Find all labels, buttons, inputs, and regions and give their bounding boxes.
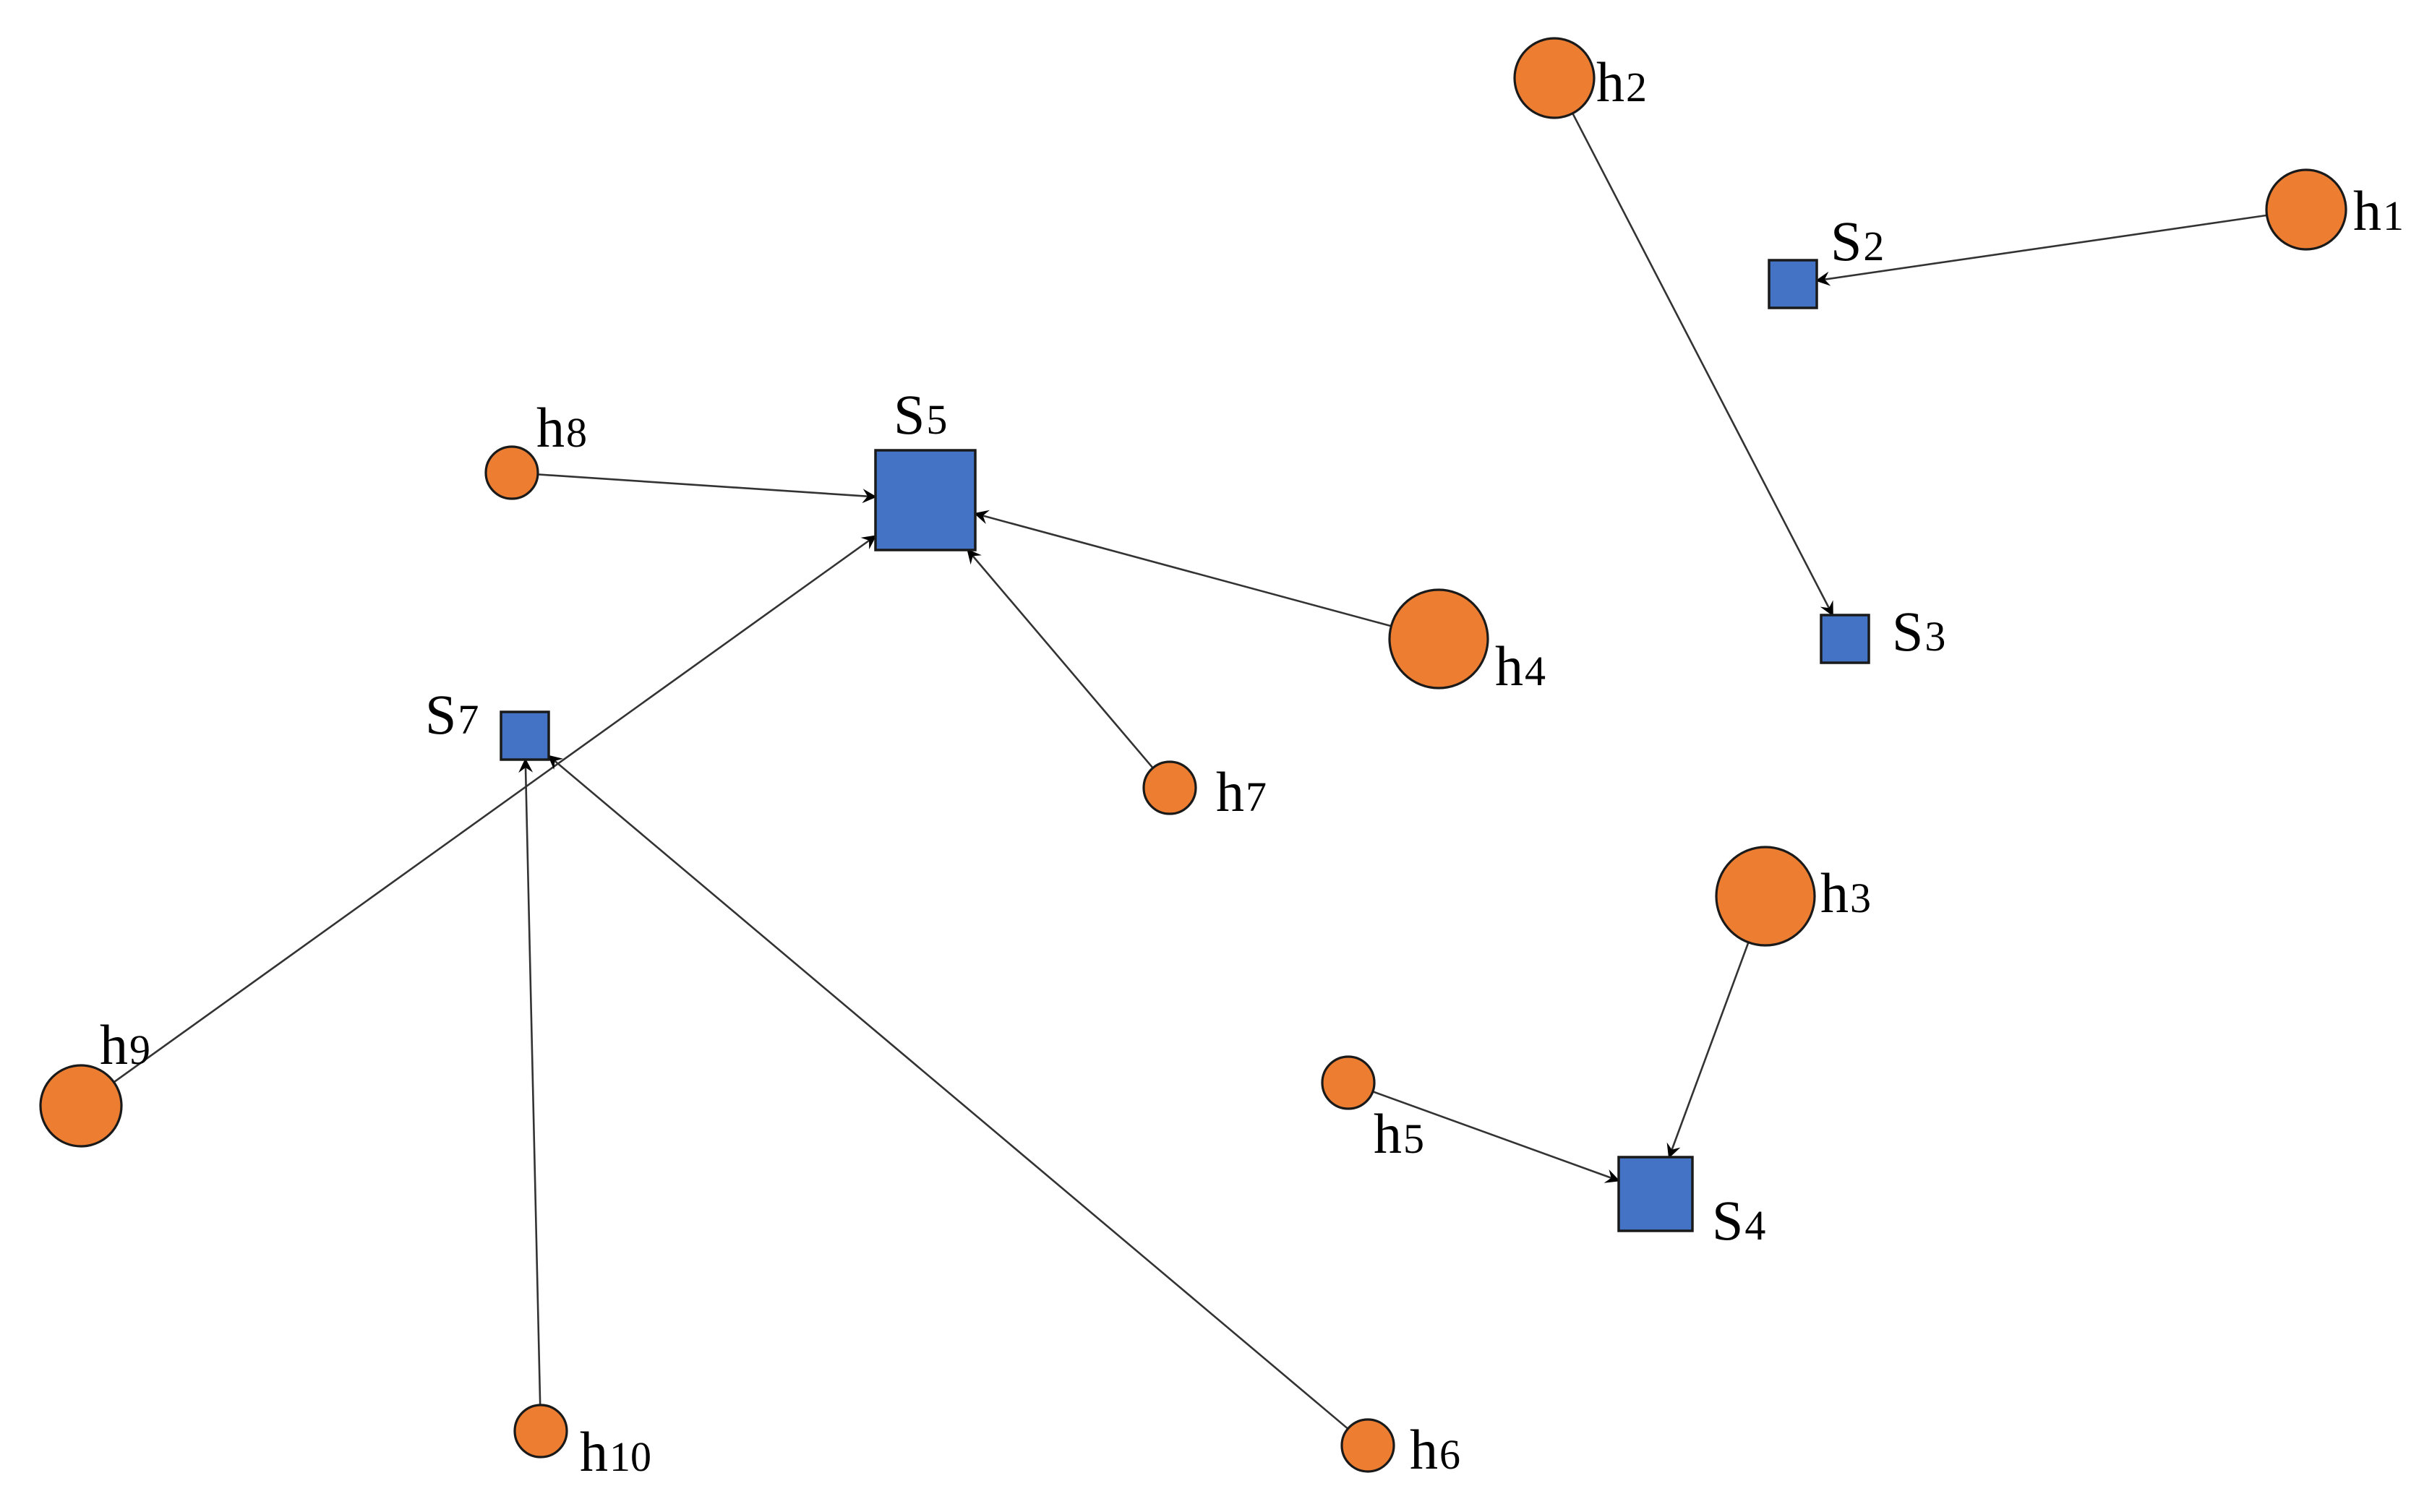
label-h6: h6 — [1410, 1418, 1460, 1481]
node-S4-square-node — [1617, 1156, 1694, 1232]
label-S3-prefix: S — [1892, 600, 1923, 663]
label-h4-prefix: h — [1495, 635, 1523, 697]
label-h6-prefix: h — [1410, 1418, 1438, 1481]
label-h8-index: 8 — [566, 409, 587, 456]
label-S7-index: 7 — [458, 696, 479, 743]
label-S5: S5 — [894, 383, 947, 446]
label-h10-index: 10 — [609, 1433, 651, 1480]
edges-layer — [113, 113, 2267, 1430]
label-h4-index: 4 — [1525, 648, 1546, 695]
label-h3-prefix: h — [1820, 862, 1849, 924]
label-h3: h3 — [1820, 862, 1871, 924]
label-h7: h7 — [1216, 760, 1267, 823]
node-S2-square-node — [1768, 259, 1818, 309]
label-h5: h5 — [1374, 1102, 1424, 1165]
label-S4-index: 4 — [1744, 1202, 1765, 1249]
edge-h3-to-S4 — [1666, 942, 1750, 1159]
label-S4-prefix: S — [1712, 1189, 1743, 1252]
label-h4: h4 — [1495, 635, 1546, 697]
label-S5-index: 5 — [926, 396, 947, 443]
label-h3-index: 3 — [1850, 875, 1871, 922]
label-h5-prefix: h — [1374, 1102, 1402, 1165]
edge-h4-to-S5 — [974, 510, 1392, 627]
edge-h6-to-S7 — [547, 755, 1349, 1430]
node-h10-circle-node — [513, 1404, 568, 1459]
label-S7: S7 — [425, 683, 479, 746]
label-h8-prefix: h — [536, 396, 565, 459]
label-h7-index: 7 — [1246, 773, 1267, 820]
node-h9-circle-node — [39, 1064, 123, 1148]
node-S3-square-node — [1820, 614, 1870, 664]
node-h8-circle-node — [484, 445, 539, 500]
label-h2-index: 2 — [1626, 64, 1647, 111]
label-h10: h10 — [580, 1420, 651, 1483]
label-h6-index: 6 — [1439, 1431, 1460, 1478]
label-S2-prefix: S — [1831, 210, 1862, 272]
label-S2-index: 2 — [1863, 223, 1884, 270]
node-h4-circle-node — [1388, 588, 1489, 690]
label-S2: S2 — [1831, 210, 1884, 272]
edge-h8-to-S5 — [537, 473, 877, 504]
edge-h2-to-S3 — [1572, 113, 1834, 617]
label-S5-prefix: S — [894, 383, 925, 446]
node-h6-circle-node — [1340, 1418, 1395, 1473]
label-h10-prefix: h — [580, 1420, 608, 1483]
node-S5-square-node — [874, 449, 977, 551]
node-h2-circle-node — [1513, 37, 1596, 119]
edge-h9-to-S5 — [113, 535, 877, 1083]
label-h8: h8 — [536, 396, 587, 459]
label-h1: h1 — [2353, 179, 2404, 242]
edge-h7-to-S5 — [967, 549, 1154, 769]
label-h9-prefix: h — [100, 1013, 128, 1076]
label-h1-prefix: h — [2353, 179, 2381, 242]
node-S7-square-node — [500, 710, 550, 761]
node-h7-circle-node — [1142, 760, 1197, 815]
node-h5-circle-node — [1321, 1055, 1376, 1110]
label-h9-index: 9 — [129, 1026, 150, 1073]
label-S3-index: 3 — [1924, 613, 1945, 660]
label-S3: S3 — [1892, 600, 1945, 663]
label-h2-prefix: h — [1596, 51, 1624, 113]
node-h1-circle-node — [2265, 168, 2347, 251]
edge-h5-to-S4 — [1372, 1091, 1620, 1183]
label-h1-index: 1 — [2383, 192, 2404, 239]
label-h9: h9 — [100, 1013, 150, 1076]
nodes-layer — [39, 37, 2347, 1473]
label-h7-prefix: h — [1216, 760, 1244, 823]
label-S4: S4 — [1712, 1189, 1765, 1252]
label-S7-prefix: S — [425, 683, 456, 746]
label-h5-index: 5 — [1403, 1115, 1424, 1162]
label-h2: h2 — [1596, 51, 1647, 113]
node-h3-circle-node — [1715, 846, 1816, 947]
edge-h1-to-S2 — [1815, 214, 2267, 286]
edge-h10-to-S7 — [518, 758, 541, 1406]
